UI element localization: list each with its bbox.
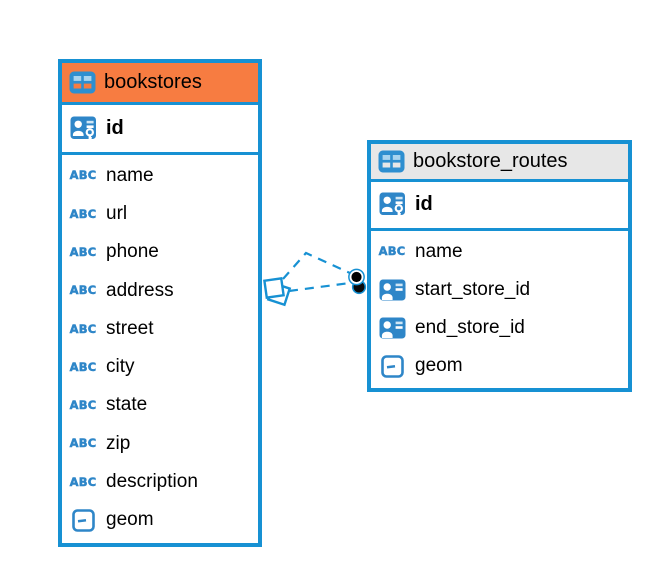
primary-key-section: id	[62, 105, 258, 155]
column-row-id[interactable]: id	[371, 191, 628, 219]
column-name: geom	[415, 354, 463, 376]
column-name: id	[415, 193, 433, 215]
column-name: url	[106, 202, 128, 224]
column-row-address[interactable]: ABC address	[62, 272, 258, 310]
column-name: id	[106, 116, 124, 139]
column-name: city	[106, 356, 135, 378]
abc-text-type-icon: ABC	[69, 474, 97, 489]
column-row-url[interactable]: ABC url	[62, 195, 258, 233]
table-grid-icon	[378, 150, 405, 173]
column-name: phone	[106, 241, 159, 263]
relationship-line-upper[interactable]	[282, 251, 353, 280]
abc-text-type-icon: ABC	[69, 321, 97, 336]
column-name: zip	[106, 432, 131, 454]
primary-key-person-icon	[68, 115, 98, 143]
primary-key-section: id	[371, 182, 628, 231]
abc-text-type-icon: ABC	[69, 206, 97, 221]
column-row-id[interactable]: id	[62, 115, 258, 143]
column-name: state	[106, 394, 148, 416]
dot-end-marker	[348, 268, 367, 295]
abc-text-type-icon: ABC	[69, 398, 97, 413]
column-row-start_store_id[interactable]: start_store_id	[371, 271, 628, 309]
column-name: description	[106, 471, 198, 493]
column-name: street	[106, 317, 154, 339]
column-row-geom[interactable]: geom	[62, 502, 258, 540]
primary-key-person-icon	[377, 191, 407, 219]
column-row-state[interactable]: ABC state	[62, 387, 258, 425]
diamond-back	[266, 281, 292, 307]
column-name: start_store_id	[415, 278, 531, 300]
geometry-type-icon	[68, 509, 98, 533]
abc-text-type-icon: ABC	[69, 436, 97, 451]
column-row-name[interactable]: ABC name	[62, 157, 258, 195]
abc-text-type-icon: ABC	[69, 168, 97, 183]
column-name: end_store_id	[415, 316, 525, 338]
foreign-key-person-icon	[377, 279, 407, 301]
column-name: address	[106, 279, 174, 301]
abc-text-type-icon: ABC	[69, 359, 97, 374]
foreign-key-person-icon	[377, 317, 407, 339]
entity-title: bookstores	[104, 71, 202, 93]
relationship-line-lower[interactable]	[288, 281, 351, 293]
column-row-name[interactable]: ABC name	[371, 233, 628, 271]
dot-lower	[351, 279, 367, 295]
relationship-lines[interactable]	[282, 251, 353, 293]
entity-title: bookstore_routes	[413, 150, 568, 172]
diamond-front	[263, 277, 285, 299]
dot-upper-whitering	[349, 270, 364, 284]
columns-section: ABC name start_store_id end_store_id geom	[371, 231, 628, 388]
column-name: name	[415, 240, 463, 262]
column-name: name	[106, 164, 154, 186]
column-row-geom[interactable]: geom	[371, 347, 628, 385]
column-row-end_store_id[interactable]: end_store_id	[371, 309, 628, 347]
column-row-street[interactable]: ABC street	[62, 310, 258, 348]
entity-header-bookstore-routes[interactable]: bookstore_routes	[371, 144, 628, 182]
column-row-description[interactable]: ABC description	[62, 463, 258, 501]
table-grid-icon	[69, 71, 96, 94]
column-row-city[interactable]: ABC city	[62, 348, 258, 386]
geometry-type-icon	[377, 354, 407, 378]
column-row-phone[interactable]: ABC phone	[62, 234, 258, 272]
column-row-zip[interactable]: ABC zip	[62, 425, 258, 463]
entity-bookstore-routes[interactable]: bookstore_routes id ABC name start_store_…	[367, 140, 632, 392]
dot-upper-core	[351, 271, 362, 283]
dot-upper-ring	[348, 268, 365, 286]
abc-text-type-icon: ABC	[69, 244, 97, 259]
column-name: geom	[106, 509, 154, 531]
entity-header-bookstores[interactable]: bookstores	[62, 63, 258, 105]
diamond-end-marker	[263, 277, 292, 307]
abc-text-type-icon: ABC	[378, 244, 406, 259]
abc-text-type-icon: ABC	[69, 283, 97, 298]
